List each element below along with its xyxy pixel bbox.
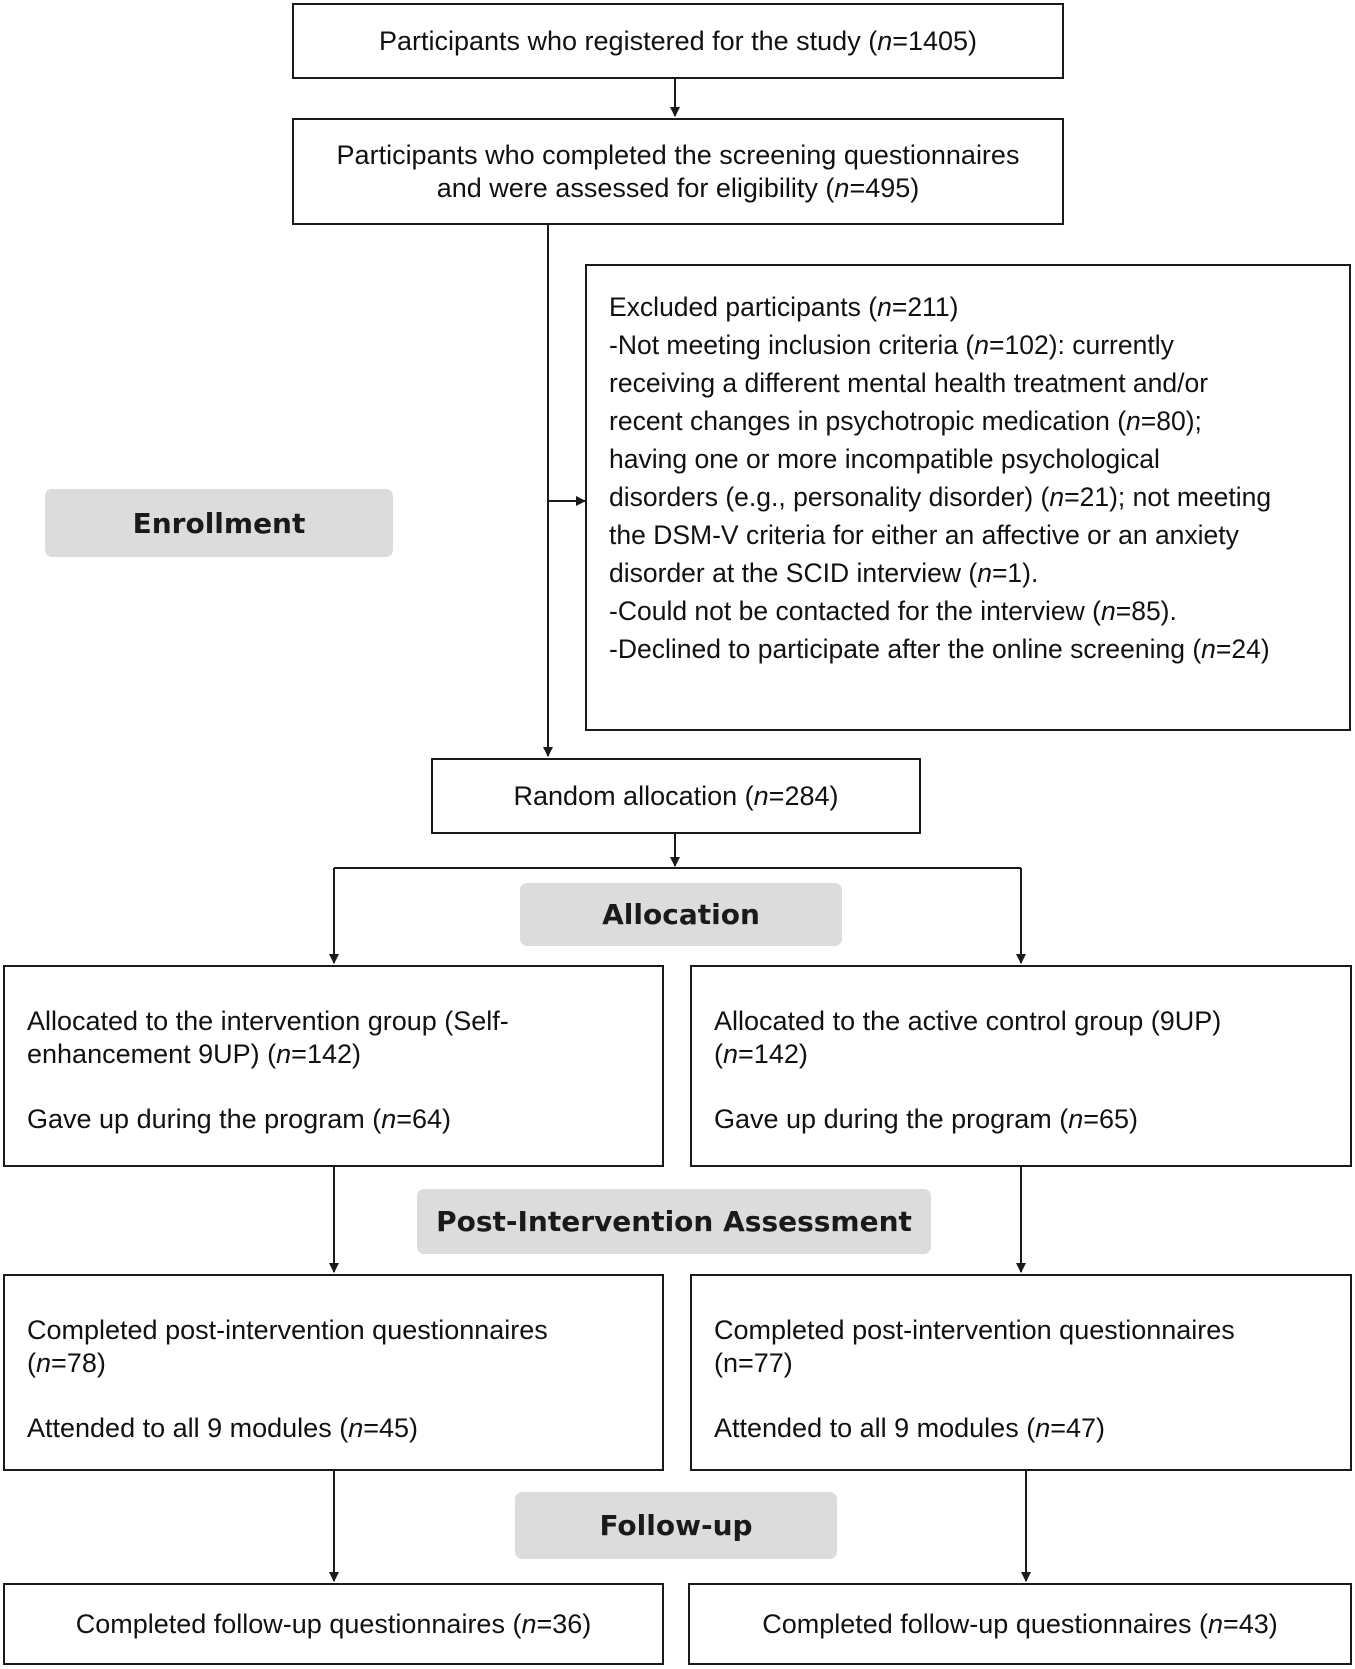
intervention-follow-up-box: Completed follow-up questionnaires (n=36… <box>3 1583 664 1665</box>
control-post-box: Completed post-intervention questionnair… <box>690 1274 1352 1471</box>
intervention-group-box: Allocated to the intervention group (Sel… <box>3 965 664 1167</box>
excluded-box: Excluded participants (n=211) -Not meeti… <box>585 264 1351 731</box>
screened-box: Participants who completed the screening… <box>292 118 1064 225</box>
allocation-label: Allocation <box>520 883 842 946</box>
control-group-box: Allocated to the active control group (9… <box>690 965 1352 1167</box>
random-allocation-box: Random allocation (n=284) <box>431 758 921 834</box>
follow-up-label: Follow-up <box>515 1492 837 1559</box>
post-intervention-label: Post-Intervention Assessment <box>417 1189 931 1254</box>
registered-text: Participants who registered for the stud… <box>378 25 978 56</box>
enrollment-label: Enrollment <box>45 489 393 557</box>
intervention-post-box: Completed post-intervention questionnair… <box>3 1274 664 1471</box>
control-follow-up-box: Completed follow-up questionnaires (n=43… <box>688 1583 1352 1665</box>
registered-box: Participants who registered for the stud… <box>292 3 1064 79</box>
screened-text: Participants who completed the screening… <box>336 139 1020 203</box>
